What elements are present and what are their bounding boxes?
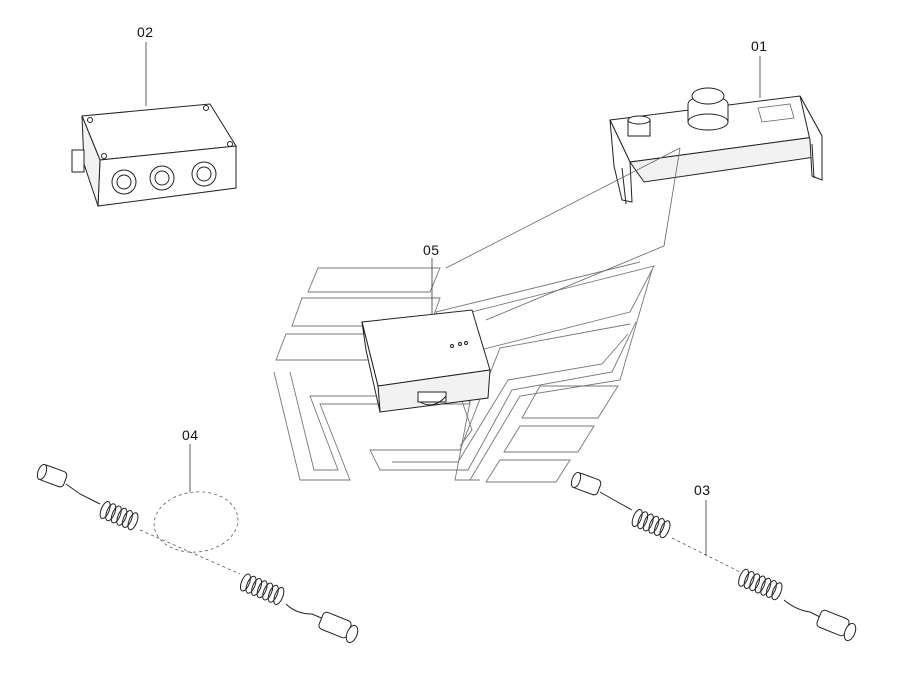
junction-connectors bbox=[111, 161, 217, 195]
callout-02: 02 bbox=[137, 24, 154, 40]
callout-05: 05 bbox=[423, 242, 440, 258]
part-02-junction-box bbox=[71, 103, 237, 207]
callout-03: 03 bbox=[694, 482, 711, 498]
part-03-coiled-cable bbox=[570, 471, 857, 642]
leader-lines bbox=[145, 42, 761, 556]
part-01-sensor-bar bbox=[445, 87, 823, 321]
callout-04: 04 bbox=[182, 427, 199, 443]
part-04-coiled-cable bbox=[36, 463, 359, 644]
callout-01: 01 bbox=[751, 38, 768, 54]
part-05-control-unit bbox=[361, 309, 491, 413]
